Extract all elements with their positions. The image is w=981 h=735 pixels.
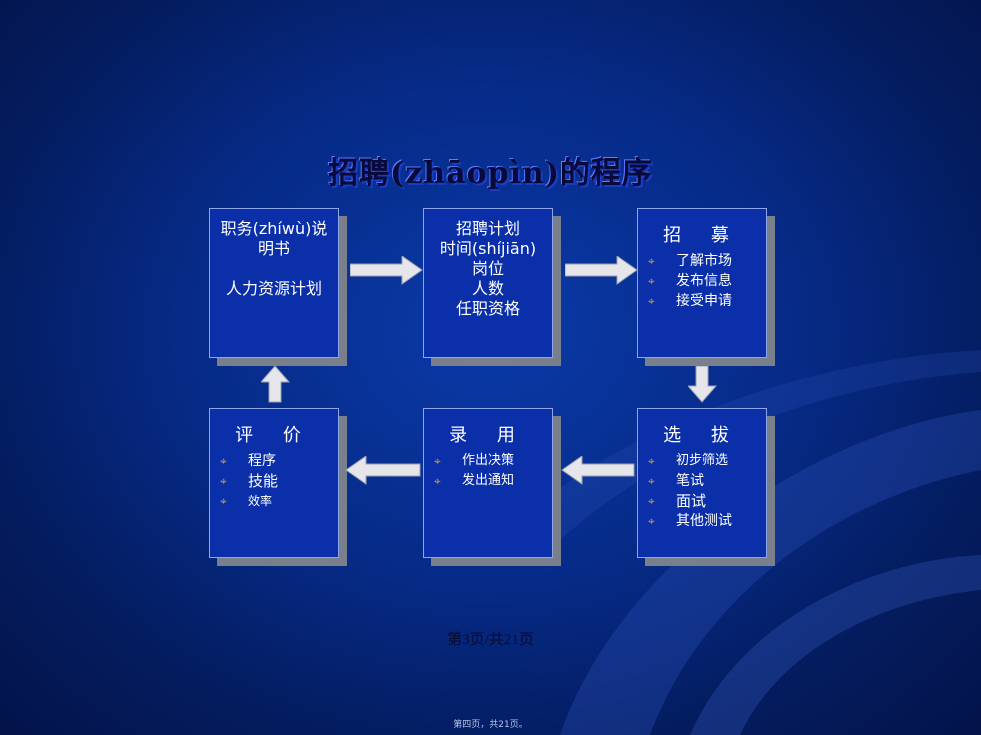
- recruit-plan-box: 招聘计划 时间(shíjiān) 岗位 人数 任职资格: [423, 208, 553, 358]
- select-box: 选 拔 ⌖初步筛选 ⌖笔试 ⌖面试 ⌖其他测试: [637, 408, 767, 558]
- list-item: ⌖发布信息: [648, 273, 732, 289]
- list-item: ⌖效率: [220, 491, 338, 511]
- arrow-down-icon: [688, 366, 718, 403]
- list-item: ⌖笔试: [648, 473, 704, 489]
- arrow-left-icon: [345, 456, 421, 485]
- page-number: 第3页/共21页: [447, 632, 534, 648]
- bullet-icon: ⌖: [648, 274, 655, 288]
- recruit-plan-line3: 岗位: [471, 259, 504, 278]
- list-item: ⌖了解市场: [648, 253, 732, 269]
- bullet-icon: ⌖: [648, 514, 655, 528]
- bullet-icon: ⌖: [648, 474, 655, 488]
- recruit-plan-line4: 人数: [471, 279, 504, 298]
- recruit-plan-line2: 时间(shíjiān): [439, 239, 537, 258]
- arrow-left-icon: [561, 456, 635, 485]
- bullet-icon: ⌖: [220, 474, 227, 488]
- bullet-icon: ⌖: [648, 454, 655, 468]
- recruit-heading: 招 募: [663, 225, 741, 246]
- job-description-box: 职务(zhíwù)说 明书 人力资源计划: [209, 208, 339, 358]
- select-heading: 选 拔: [663, 425, 741, 446]
- list-item: ⌖面试: [648, 492, 707, 510]
- list-item: ⌖接受申请: [648, 293, 732, 309]
- job-description-line2: 明书: [257, 239, 290, 258]
- list-item: ⌖技能: [220, 472, 279, 490]
- list-item: ⌖发出通知: [434, 471, 552, 491]
- bullet-icon: ⌖: [648, 294, 655, 308]
- list-item: ⌖初步筛选: [648, 451, 766, 471]
- recruit-box: 招 募 ⌖了解市场 ⌖发布信息 ⌖接受申请: [637, 208, 767, 358]
- bullet-icon: ⌖: [434, 454, 441, 468]
- list-item: ⌖其他测试: [648, 513, 732, 529]
- job-description-line3: 人力资源计划: [225, 279, 322, 298]
- bullet-icon: ⌖: [648, 494, 655, 508]
- job-description-line1: 职务(zhíwù)说: [220, 219, 328, 238]
- hire-heading: 录 用: [449, 425, 527, 446]
- list-item: ⌖作出决策: [434, 451, 552, 471]
- bullet-icon: ⌖: [220, 454, 227, 468]
- arrow-right-icon: [350, 256, 423, 285]
- recruit-plan-line1: 招聘计划: [455, 219, 520, 238]
- bullet-icon: ⌖: [648, 254, 655, 268]
- footer-text: 第四页，共21页。: [453, 720, 528, 730]
- bullet-icon: ⌖: [220, 494, 227, 508]
- hire-box: 录 用 ⌖作出决策 ⌖发出通知: [423, 408, 553, 558]
- evaluate-heading: 评 价: [235, 425, 313, 446]
- recruit-plan-line5: 任职资格: [455, 299, 520, 318]
- arrow-up-icon: [261, 366, 291, 403]
- bullet-icon: ⌖: [434, 474, 441, 488]
- list-item: ⌖程序: [220, 453, 276, 469]
- evaluate-box: 评 价 ⌖程序 ⌖技能 ⌖效率: [209, 408, 339, 558]
- arrow-right-icon: [565, 256, 638, 285]
- slide-title: 招聘(zhāopìn)的程序: [328, 156, 653, 191]
